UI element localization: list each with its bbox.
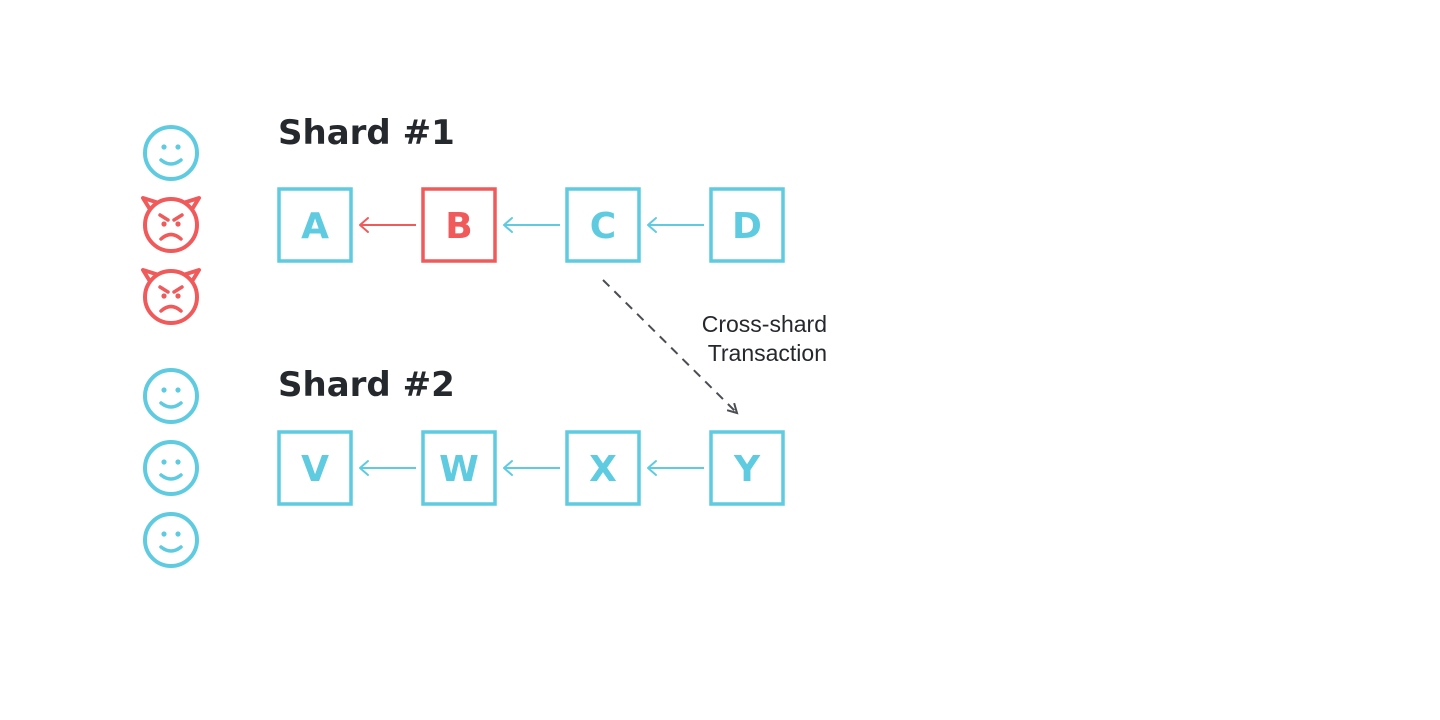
block-label: C [590, 206, 616, 247]
chain-link-D-to-C [647, 217, 704, 233]
block-label: W [439, 449, 479, 490]
cross-shard-label-line-2: Transaction [708, 340, 827, 366]
devil-face-icon [141, 196, 201, 253]
block-label: B [445, 206, 472, 247]
validator-column [141, 125, 201, 568]
chain-link-B-to-A [359, 217, 416, 233]
block-label: X [589, 449, 617, 490]
smiley-face-icon [143, 512, 199, 568]
chain-link-W-to-V [359, 460, 416, 476]
shard-2-chain: V W X Y [277, 430, 785, 506]
block-v: V [277, 430, 353, 506]
block-label: Y [733, 449, 761, 490]
block-d: D [709, 187, 785, 263]
shard-1-chain: A B C D [277, 187, 785, 263]
devil-face-icon [141, 268, 201, 325]
block-y: Y [709, 430, 785, 506]
block-x: X [565, 430, 641, 506]
block-a: A [277, 187, 353, 263]
smiley-face-icon [143, 440, 199, 496]
shard-2-title: Shard #2 [278, 365, 455, 405]
smiley-face-icon [143, 368, 199, 424]
shard-1-title: Shard #1 [278, 113, 455, 153]
block-label: V [301, 449, 329, 490]
block-label: A [301, 206, 329, 247]
chain-link-Y-to-X [647, 460, 704, 476]
block-label: D [732, 206, 762, 247]
cross-shard-label-line-1: Cross-shard [702, 311, 827, 337]
block-w: W [421, 430, 497, 506]
chain-link-X-to-W [503, 460, 560, 476]
block-b: B [421, 187, 497, 263]
smiley-face-icon [143, 125, 199, 181]
block-c: C [565, 187, 641, 263]
chain-link-C-to-B [503, 217, 560, 233]
